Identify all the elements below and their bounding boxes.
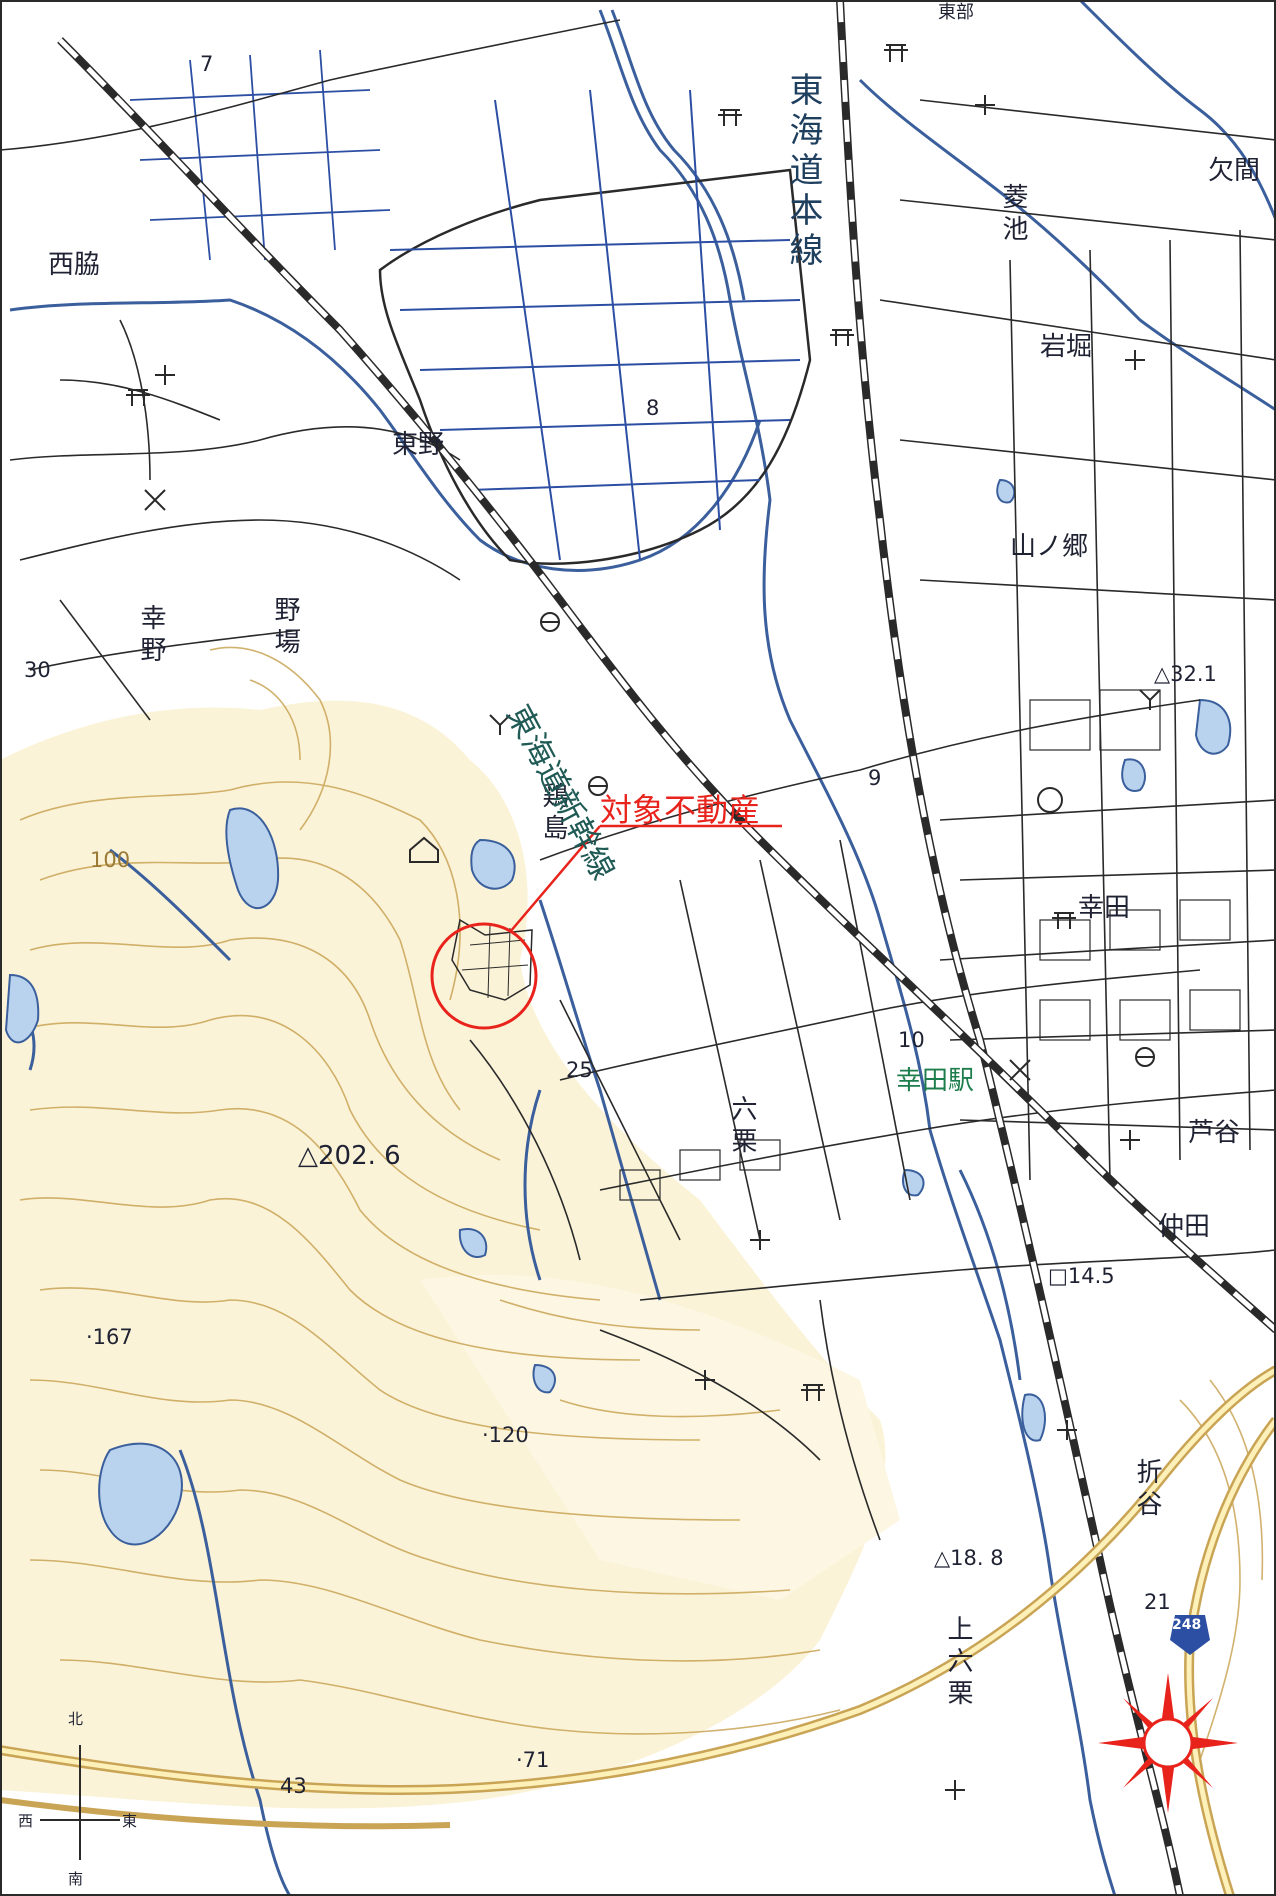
place-label-higashino: 東野: [392, 430, 445, 460]
rail-label-tokaido-main-line: 東海道本線: [783, 72, 823, 272]
tokaido-main-line: [836, 0, 1184, 1896]
place-label-iwabori: 岩堀: [1040, 332, 1093, 362]
place-label-torijima: 鶏島: [538, 782, 568, 846]
elevation-9: 9: [868, 766, 882, 790]
benchmark-14: □14.5: [1048, 1264, 1115, 1288]
target-property-label: 対象不動産: [600, 791, 761, 829]
temple-icon: [945, 1780, 965, 1800]
route-248-shield: [1170, 1615, 1210, 1655]
temple-icon: [695, 1370, 715, 1390]
shrine-icon: [830, 329, 854, 346]
shrine-icon: [801, 1384, 825, 1401]
elevation-25: 25: [566, 1058, 593, 1082]
target-circle: [430, 922, 538, 1030]
paddy-grid: [378, 89, 812, 565]
elevation-43: 43: [280, 1774, 307, 1798]
elevation-21: 21: [1144, 1590, 1171, 1614]
route-248-label: 248: [1172, 1617, 1202, 1633]
place-label-hishiike: 菱池: [998, 183, 1028, 247]
police-box-icon: [1009, 1059, 1031, 1081]
tokaido-shinkansen: [57, 37, 1276, 1333]
elevation-30: 30: [24, 658, 51, 682]
peak-32: △32.1: [1154, 662, 1217, 686]
shrine-icon: [718, 109, 742, 126]
compass-rose-icon: [1098, 1673, 1238, 1813]
map-symbols: [126, 44, 1161, 1800]
elevation-8: 8: [646, 396, 660, 420]
peak-202: △202. 6: [298, 1141, 401, 1171]
shrine-icon: [884, 44, 908, 62]
elevation-7: 7: [200, 52, 214, 76]
place-label-rikuri: 六栗: [727, 1095, 757, 1159]
place-label-tobu: 東部: [938, 2, 974, 23]
temple-icon: [975, 95, 995, 115]
compass-west-label: 西: [18, 1812, 34, 1830]
elevation-100: 100: [90, 848, 131, 872]
place-label-koda: 幸田: [1078, 893, 1131, 923]
peak-18: △18. 8: [934, 1546, 1004, 1570]
place-label-kami-rikuri: 上六栗: [943, 1615, 973, 1711]
town-blocks: [619, 689, 1241, 1201]
place-label-yamanogo: 山ノ郷: [1010, 532, 1089, 562]
temple-icon: [155, 365, 175, 385]
post-office-icon: [588, 776, 608, 796]
elevation-120: ·120: [482, 1423, 529, 1447]
place-label-ashiya: 芦谷: [1188, 1118, 1241, 1148]
place-label-kema: 欠間: [1208, 156, 1261, 186]
place-label-nishiwaki: 西脇: [48, 250, 101, 280]
temple-icon: [750, 1230, 770, 1250]
temple-icon: [1057, 1420, 1077, 1440]
elevation-167: ·167: [86, 1325, 133, 1349]
place-label-nakata: 仲田: [1158, 1212, 1211, 1242]
post-office-icon: [540, 612, 560, 632]
compass-north-label: 北: [68, 1710, 84, 1728]
shrine-icon: [1052, 912, 1076, 929]
school-icon: [1139, 689, 1161, 710]
ponds: [4, 478, 1232, 1546]
elevation-10: 10: [898, 1028, 925, 1052]
post-office-icon: [1135, 1047, 1155, 1067]
elevation-71: ·71: [516, 1748, 550, 1772]
north-indicator: [40, 1745, 120, 1860]
public-hall-icon: [1037, 787, 1063, 813]
target-leader-line: [509, 825, 601, 933]
rail-label-koda-station: 幸田駅: [896, 1066, 975, 1096]
school-icon: [489, 714, 511, 735]
compass-south-label: 南: [68, 1870, 84, 1888]
target-property-marker: [430, 824, 782, 1030]
shrine-icon: [126, 389, 150, 406]
temple-icon: [1120, 1130, 1140, 1150]
temple-icon: [1125, 350, 1145, 370]
place-label-noba: 野場: [270, 596, 300, 660]
place-label-kozono: 幸野: [136, 604, 166, 668]
police-box-icon: [144, 489, 166, 511]
place-label-oriya: 折谷: [1132, 1458, 1162, 1522]
compass-east-label: 東: [122, 1812, 138, 1830]
nursing-home-icon: [409, 836, 439, 863]
